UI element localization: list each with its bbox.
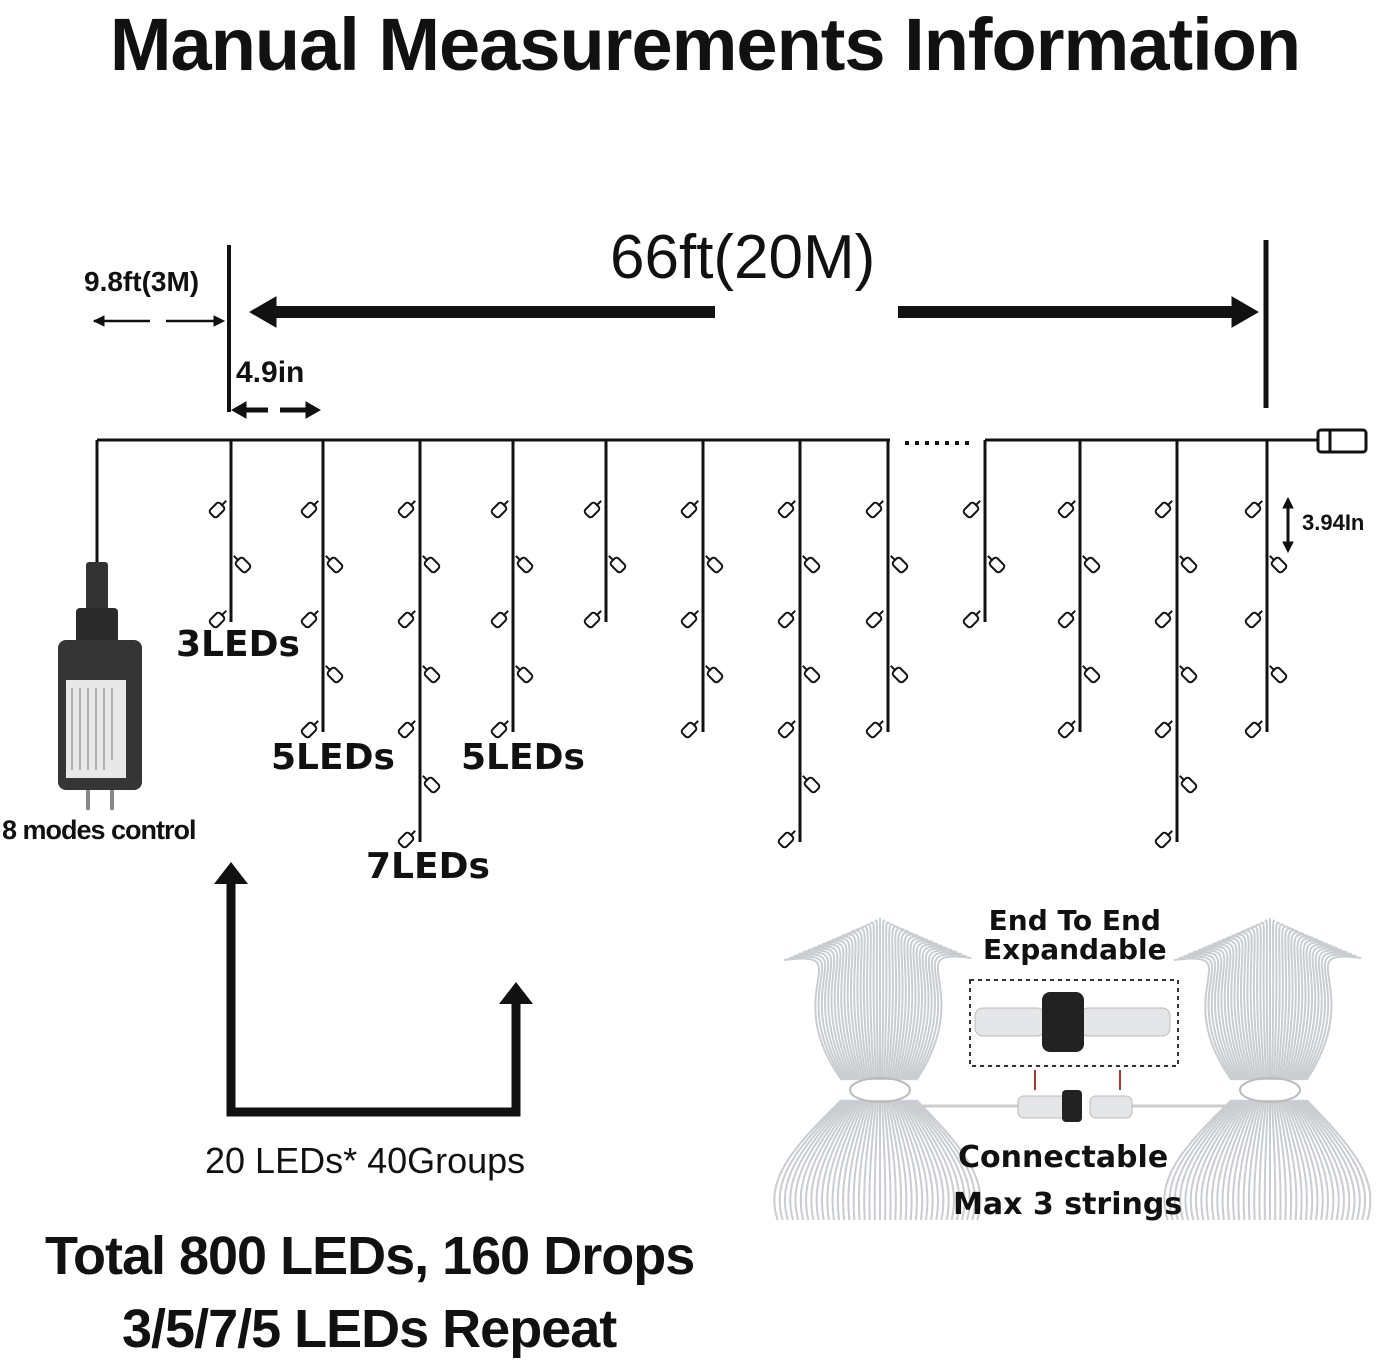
led-bulb bbox=[1057, 610, 1076, 629]
led-bulb bbox=[865, 610, 884, 629]
led-drop bbox=[1057, 440, 1101, 739]
led-drops bbox=[208, 440, 1288, 849]
led-bulb bbox=[1179, 555, 1198, 574]
main-wire bbox=[95, 428, 1368, 568]
led-bulb bbox=[680, 720, 699, 739]
led-bulb bbox=[1057, 720, 1076, 739]
led-bulb bbox=[397, 500, 416, 519]
led-bulb bbox=[1244, 720, 1263, 739]
controller-label: 8 modes control bbox=[2, 815, 197, 845]
led-bulb bbox=[865, 720, 884, 739]
led-bulb bbox=[208, 500, 227, 519]
led-bulb bbox=[1244, 500, 1263, 519]
led-bulb bbox=[397, 720, 416, 739]
led-bulb bbox=[962, 610, 981, 629]
led-bulb bbox=[515, 555, 534, 574]
controller-adapter bbox=[58, 562, 142, 810]
led-bulb bbox=[300, 500, 319, 519]
expandable-line-1: End To End bbox=[988, 904, 1161, 937]
led-bulb bbox=[1154, 830, 1173, 849]
led-bulb bbox=[608, 555, 627, 574]
led-drop bbox=[777, 440, 821, 849]
led-bulb bbox=[583, 610, 602, 629]
led-drop bbox=[490, 440, 534, 739]
led-bulb bbox=[1154, 610, 1173, 629]
summary-line-2: 3/5/7/5 LEDs Repeat bbox=[122, 1299, 617, 1359]
led-bulb bbox=[1057, 500, 1076, 519]
led-bulb bbox=[300, 720, 319, 739]
led-drop bbox=[680, 440, 724, 739]
led-drop bbox=[300, 440, 344, 739]
drop-label-5leds: 5LEDs bbox=[461, 737, 585, 778]
led-bulb bbox=[490, 720, 509, 739]
led-bulb bbox=[890, 555, 909, 574]
group-arrow bbox=[214, 862, 533, 1117]
led-bulb bbox=[777, 720, 796, 739]
led-bulb bbox=[705, 665, 724, 684]
led-bulb bbox=[1244, 610, 1263, 629]
led-drop bbox=[865, 440, 909, 739]
led-spacing-label: 3.94In bbox=[1302, 510, 1365, 535]
led-bulb bbox=[890, 665, 909, 684]
page-title: Manual Measurements Information bbox=[109, 3, 1301, 86]
led-bulb bbox=[1179, 775, 1198, 794]
led-bulb bbox=[802, 665, 821, 684]
led-bulb bbox=[583, 500, 602, 519]
led-bulb bbox=[397, 610, 416, 629]
summary-line-1: Total 800 LEDs, 160 Drops bbox=[45, 1226, 695, 1286]
led-bulb bbox=[325, 555, 344, 574]
connectable-illustration bbox=[773, 917, 1372, 1221]
led-bulb bbox=[777, 500, 796, 519]
led-drop bbox=[962, 440, 1006, 629]
drop-label-7leds: 7LEDs bbox=[366, 846, 490, 887]
led-drop bbox=[1154, 440, 1198, 849]
led-bulb bbox=[680, 610, 699, 629]
led-bulb bbox=[962, 500, 981, 519]
led-bulb bbox=[1269, 665, 1288, 684]
led-bulb bbox=[397, 830, 416, 849]
led-bulb bbox=[490, 610, 509, 629]
led-drop bbox=[583, 440, 627, 629]
led-bulb bbox=[325, 665, 344, 684]
led-bulb bbox=[422, 775, 441, 794]
led-bulb bbox=[1179, 665, 1198, 684]
total-length-label: 66ft(20M) bbox=[610, 223, 876, 292]
led-bulb bbox=[1154, 500, 1173, 519]
led-bulb bbox=[777, 830, 796, 849]
expandable-line-2: Expandable bbox=[983, 933, 1167, 966]
led-drop bbox=[1244, 440, 1288, 739]
lead-wire-label: 9.8ft(3M) bbox=[84, 266, 200, 297]
drop-label-5leds: 5LEDs bbox=[271, 737, 395, 778]
led-bulb bbox=[705, 555, 724, 574]
led-bulb bbox=[987, 555, 1006, 574]
drop-spacing-label: 4.9in bbox=[236, 356, 305, 389]
groups-label: 20 LEDs* 40Groups bbox=[205, 1140, 526, 1181]
led-bulb bbox=[680, 500, 699, 519]
led-bulb bbox=[422, 555, 441, 574]
led-bulb bbox=[208, 610, 227, 629]
led-bulb bbox=[1269, 555, 1288, 574]
led-bulb bbox=[802, 555, 821, 574]
led-bulb bbox=[300, 610, 319, 629]
led-bulb bbox=[422, 665, 441, 684]
led-bulb bbox=[865, 500, 884, 519]
led-bulb bbox=[777, 610, 796, 629]
led-bulb bbox=[233, 555, 252, 574]
led-drop bbox=[208, 440, 252, 629]
max-strings-label: Max 3 strings bbox=[953, 1187, 1183, 1222]
led-drop bbox=[397, 440, 441, 849]
led-bulb bbox=[515, 665, 534, 684]
led-bulb bbox=[1082, 555, 1101, 574]
connectable-label: Connectable bbox=[958, 1140, 1169, 1175]
drop-label-3leds: 3LEDs bbox=[176, 624, 300, 665]
led-bulb bbox=[1082, 665, 1101, 684]
led-bulb bbox=[1154, 720, 1173, 739]
length-dimension bbox=[92, 240, 1294, 554]
led-bulb bbox=[802, 775, 821, 794]
led-bulb bbox=[490, 500, 509, 519]
